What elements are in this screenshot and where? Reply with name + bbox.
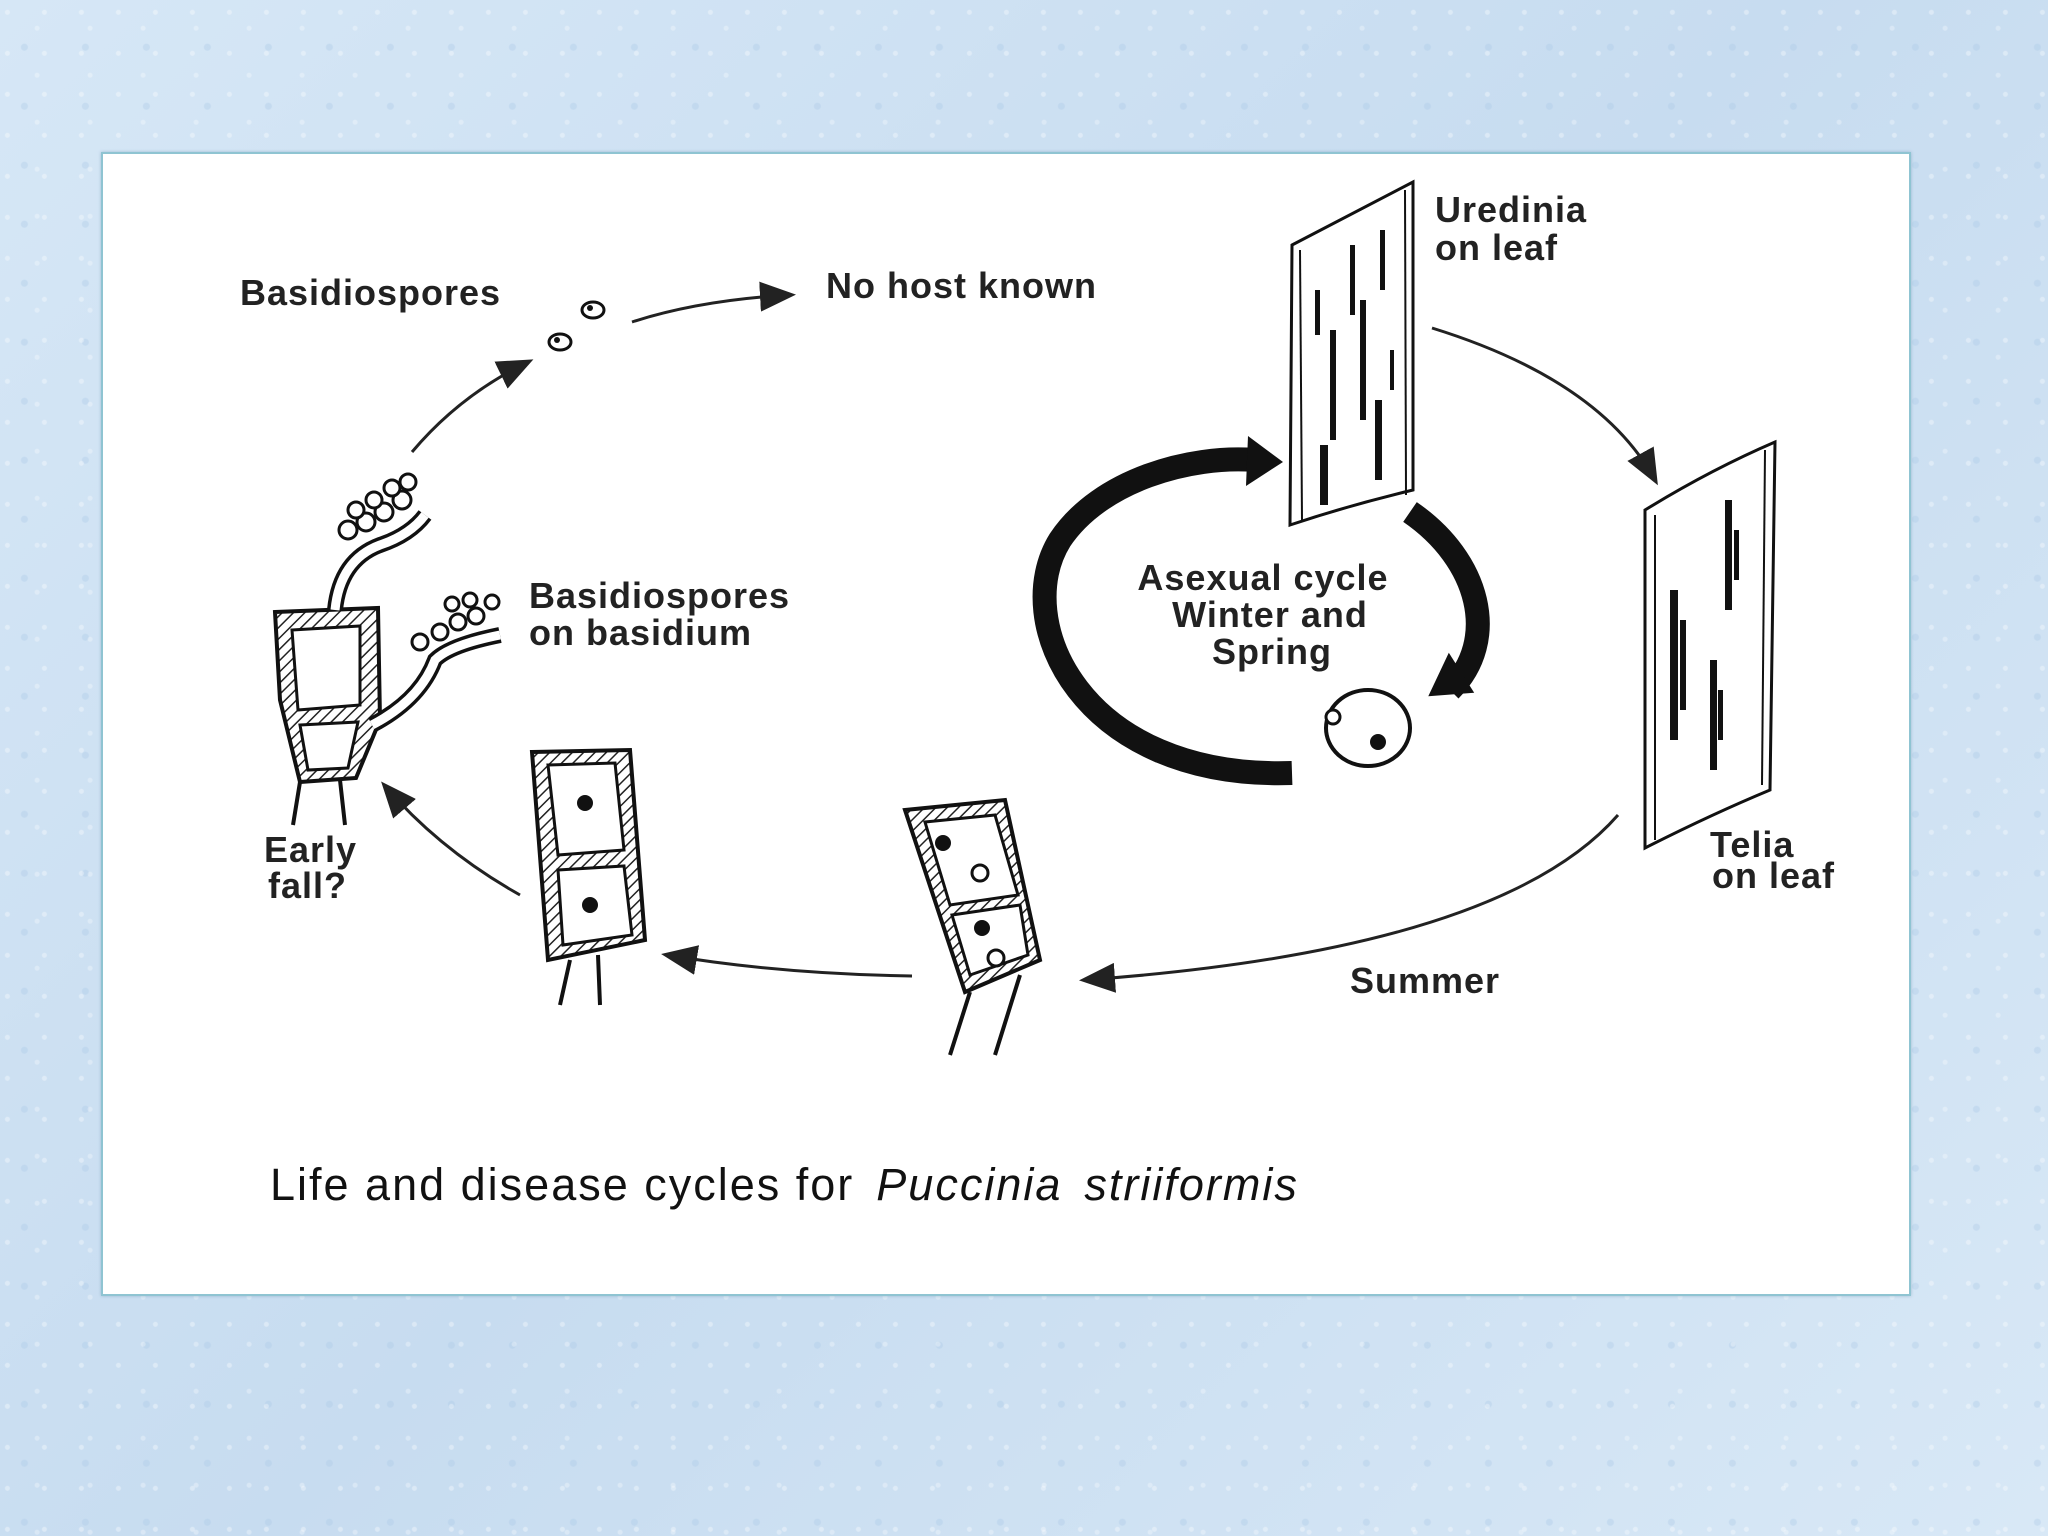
arrow-to-early-fall bbox=[381, 781, 521, 897]
caption-genus: Puccinia bbox=[876, 1159, 1062, 1210]
caption-prefix: Life and disease cycles for bbox=[270, 1159, 854, 1210]
label-telia-line1: Telia bbox=[1710, 824, 1794, 865]
arrow-to-no-host bbox=[631, 281, 796, 324]
teliospore-diploid bbox=[529, 747, 648, 1006]
label-uredinia-line2: on leaf bbox=[1435, 227, 1558, 268]
asexual-cycle-arc-left bbox=[1032, 447, 1293, 786]
teliospore-binucleate bbox=[902, 797, 1043, 1056]
label-basidiospores: Basidiospores bbox=[240, 272, 501, 313]
arrow-to-basidiospores bbox=[410, 359, 534, 453]
telia-leaf bbox=[1643, 439, 1777, 851]
arrow-summer bbox=[1079, 814, 1620, 993]
label-asexual-line3: Spring bbox=[1212, 631, 1332, 672]
label-uredinia-line1: Uredinia bbox=[1435, 189, 1587, 230]
label-early-fall-line1: Early bbox=[264, 829, 357, 870]
arrow-to-teliospore-1 bbox=[661, 945, 913, 978]
label-basidium-line1: Basidiospores bbox=[529, 575, 790, 616]
caption-species: striiformis bbox=[1084, 1159, 1298, 1210]
slide-frame bbox=[101, 152, 1911, 1296]
asexual-cycle-arc-right bbox=[1403, 502, 1490, 699]
label-no-host-known: No host known bbox=[826, 265, 1097, 306]
label-asexual-line1: Asexual cycle bbox=[1137, 557, 1388, 598]
basidiospores-lower bbox=[410, 591, 501, 652]
label-basidium-line2: on basidium bbox=[529, 612, 752, 653]
label-early-fall-line2: fall? bbox=[268, 865, 347, 906]
basidiospores-upper bbox=[337, 472, 418, 541]
label-summer: Summer bbox=[1350, 960, 1500, 1001]
free-basidiospores bbox=[547, 300, 606, 352]
label-telia-line2: on leaf bbox=[1712, 855, 1835, 896]
urediniospore bbox=[1324, 688, 1412, 768]
uredinia-leaf bbox=[1288, 179, 1415, 528]
label-asexual-line2: Winter and bbox=[1172, 594, 1368, 635]
arrow-to-telia bbox=[1431, 326, 1658, 486]
diagram-caption: Life and disease cycles for Puccinia strii… bbox=[270, 1159, 1299, 1210]
asexual-arrowhead-top bbox=[1246, 436, 1283, 486]
asexual-arrowhead-bottom bbox=[1428, 652, 1475, 697]
germinated-teliospore bbox=[272, 509, 502, 826]
